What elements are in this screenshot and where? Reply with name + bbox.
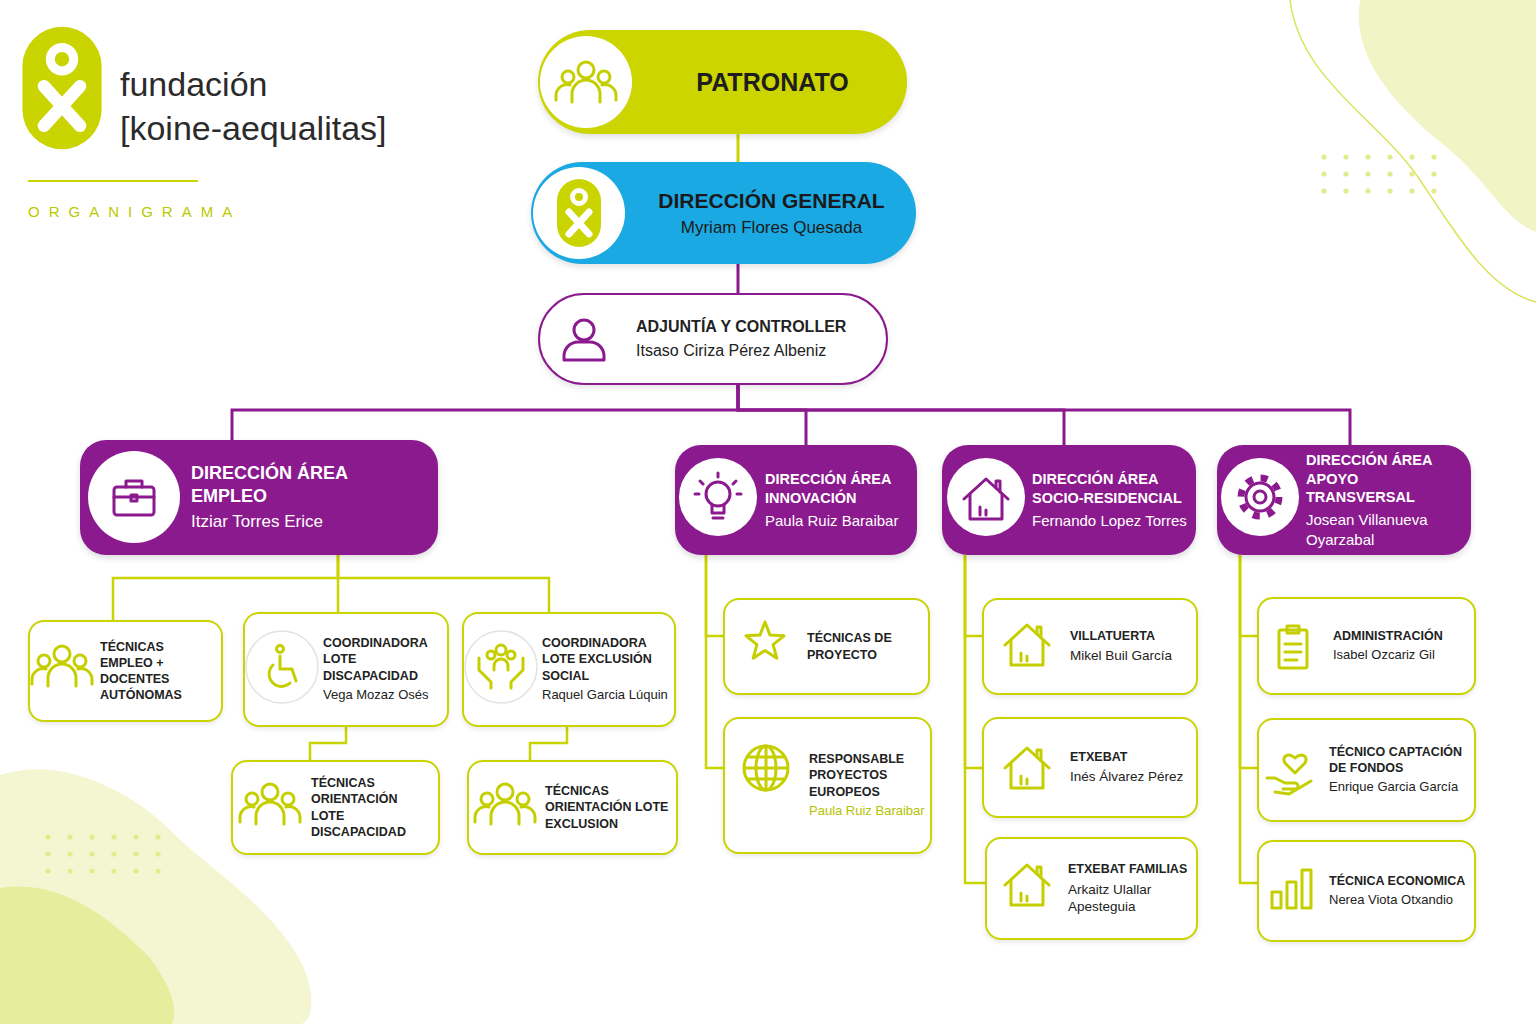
team-box: TÉCNICAS EMPLEO + DOCENTES AUTÓNOMAS: [28, 620, 223, 722]
dot-grid: [38, 834, 170, 876]
governance-box: ADJUNTÍA Y CONTROLLER Itsaso Ciriza Pérez…: [538, 293, 888, 385]
node-title: COORDINADORA LOTE EXCLUSIÓN SOCIAL: [542, 635, 670, 684]
connector-line: [738, 385, 806, 445]
team-box: ETXEBAT FAMILIAS Arkaitz Ulallar Apestegu…: [985, 837, 1198, 940]
connector-line: [737, 264, 740, 293]
connector-line: [310, 727, 346, 760]
node-title: COORDINADORA LOTE DISCAPACIDAD: [323, 635, 443, 684]
connector-line: [113, 555, 338, 620]
person-name: Inés Álvarez Pérez: [1070, 768, 1190, 786]
person-name: Fernando Lopez Torres: [1032, 511, 1192, 531]
area-box: DIRECCIÓN ÁREA SOCIO-RESIDENCIAL Fernando…: [942, 445, 1196, 555]
team-box: VILLATUERTA Mikel Buil García: [982, 598, 1198, 695]
node-title: DIRECCIÓN ÁREA EMPLEO: [191, 462, 408, 509]
connector-line: [1240, 555, 1257, 883]
node-title: ETXEBAT: [1070, 749, 1190, 765]
node-title: ETXEBAT FAMILIAS: [1068, 861, 1190, 877]
connector-line: [706, 555, 723, 768]
team-box: ETXEBAT Inés Álvarez Pérez: [982, 717, 1198, 818]
connector-line: [738, 385, 1350, 445]
area-box: DIRECCIÓN ÁREA INNOVACIÓN Paula Ruiz Bara…: [675, 445, 917, 555]
team-box: COORDINADORA LOTE EXCLUSIÓN SOCIAL Raquel…: [462, 612, 676, 727]
team-box: TÉCNICAS ORIENTACIÓN LOTE DISCAPACIDAD: [231, 760, 440, 855]
node-title: TÉCNICAS ORIENTACIÓN LOTE DISCAPACIDAD: [311, 775, 432, 840]
governance-box: PATRONATO: [538, 30, 907, 134]
person-name: Paula Ruiz Baraibar: [809, 803, 926, 820]
connector-line: [965, 555, 982, 768]
person-name: Paula Ruiz Baraibar: [765, 511, 913, 531]
node-title: TÉCNICA ECONOMICA: [1329, 873, 1470, 889]
team-box: TÉCNICA ECONOMICA Nerea Viota Otxandio: [1257, 840, 1476, 942]
governance-box: DIRECCIÓN GENERAL Myriam Flores Quesada: [531, 162, 916, 264]
person-name: Nerea Viota Otxandio: [1329, 892, 1470, 909]
node-title: ADMINISTRACIÓN: [1333, 628, 1468, 644]
dot-grid: [1308, 148, 1440, 199]
connector-line: [338, 555, 549, 612]
connector-line: [530, 727, 567, 760]
node-title: DIRECCIÓN ÁREA SOCIO-RESIDENCIAL: [1032, 470, 1192, 508]
person-name: Josean Villanueva Oyarzabal: [1306, 510, 1468, 549]
person-name: Enrique Garcia García: [1329, 779, 1470, 796]
team-box: COORDINADORA LOTE DISCAPACIDAD Vega Mozaz…: [243, 612, 449, 727]
node-title: DIRECCIÓN ÁREA APOYO TRANSVERSAL: [1306, 451, 1468, 508]
section-label: ORGANIGRAMA: [28, 203, 241, 220]
node-title: TÉCNICAS DE PROYECTO: [807, 630, 922, 663]
connector-line: [965, 555, 982, 636]
node-title: DIRECCIÓN ÁREA INNOVACIÓN: [765, 470, 913, 508]
area-box: DIRECCIÓN ÁREA EMPLEOItziar Torres Erice: [80, 440, 438, 555]
person-name: Raquel Garcia Lúquin: [542, 687, 670, 704]
person-name: Mikel Buil García: [1070, 647, 1190, 665]
organization-name: fundación [koine-aequalitas]: [120, 62, 410, 150]
team-box: TÉCNICO CAPTACIÓN DE FONDOS Enrique Garci…: [1257, 718, 1476, 822]
title-rule: [28, 180, 198, 182]
node-title: VILLATUERTA: [1070, 628, 1190, 644]
node-title: TÉCNICO CAPTACIÓN DE FONDOS: [1329, 744, 1470, 777]
connector-line: [737, 134, 740, 162]
connector-line: [706, 555, 723, 636]
corner-blob: [0, 886, 174, 1024]
person-name: Itziar Torres Erice: [191, 511, 408, 533]
node-title: PATRONATO: [658, 66, 887, 99]
corner-curve: [1290, 0, 1536, 302]
team-box: TÉCNICAS ORIENTACIÓN LOTE EXCLUSION: [467, 760, 678, 855]
person-name: Vega Mozaz Osés: [323, 687, 443, 704]
connector-line: [232, 385, 738, 440]
person-name: Isabel Ozcariz Gil: [1333, 647, 1468, 664]
node-title: TÉCNICAS ORIENTACIÓN LOTE EXCLUSION: [545, 783, 670, 832]
team-box: RESPONSABLE PROYECTOS EUROPEOS Paula Ruiz…: [723, 717, 932, 854]
person-name: Itsaso Ciriza Pérez Albeniz: [636, 341, 876, 362]
person-name: Arkaitz Ulallar Apesteguia: [1068, 881, 1190, 916]
node-title: ADJUNTÍA Y CONTROLLER: [636, 317, 876, 338]
connector-line: [1240, 555, 1257, 768]
node-title: RESPONSABLE PROYECTOS EUROPEOS: [809, 751, 926, 800]
person-name: Myriam Flores Quesada: [641, 217, 902, 239]
area-box: DIRECCIÓN ÁREA APOYO TRANSVERSALJosean V…: [1217, 445, 1471, 555]
connector-line: [965, 555, 985, 883]
connector-line: [1240, 555, 1257, 636]
team-box: TÉCNICAS DE PROYECTO: [723, 598, 930, 695]
node-title: TÉCNICAS EMPLEO + DOCENTES AUTÓNOMAS: [100, 639, 217, 704]
connector-line: [738, 385, 1064, 445]
foundation-logo: [22, 27, 101, 149]
team-box: ADMINISTRACIÓN Isabel Ozcariz Gil: [1257, 597, 1476, 695]
node-title: DIRECCIÓN GENERAL: [641, 187, 902, 214]
